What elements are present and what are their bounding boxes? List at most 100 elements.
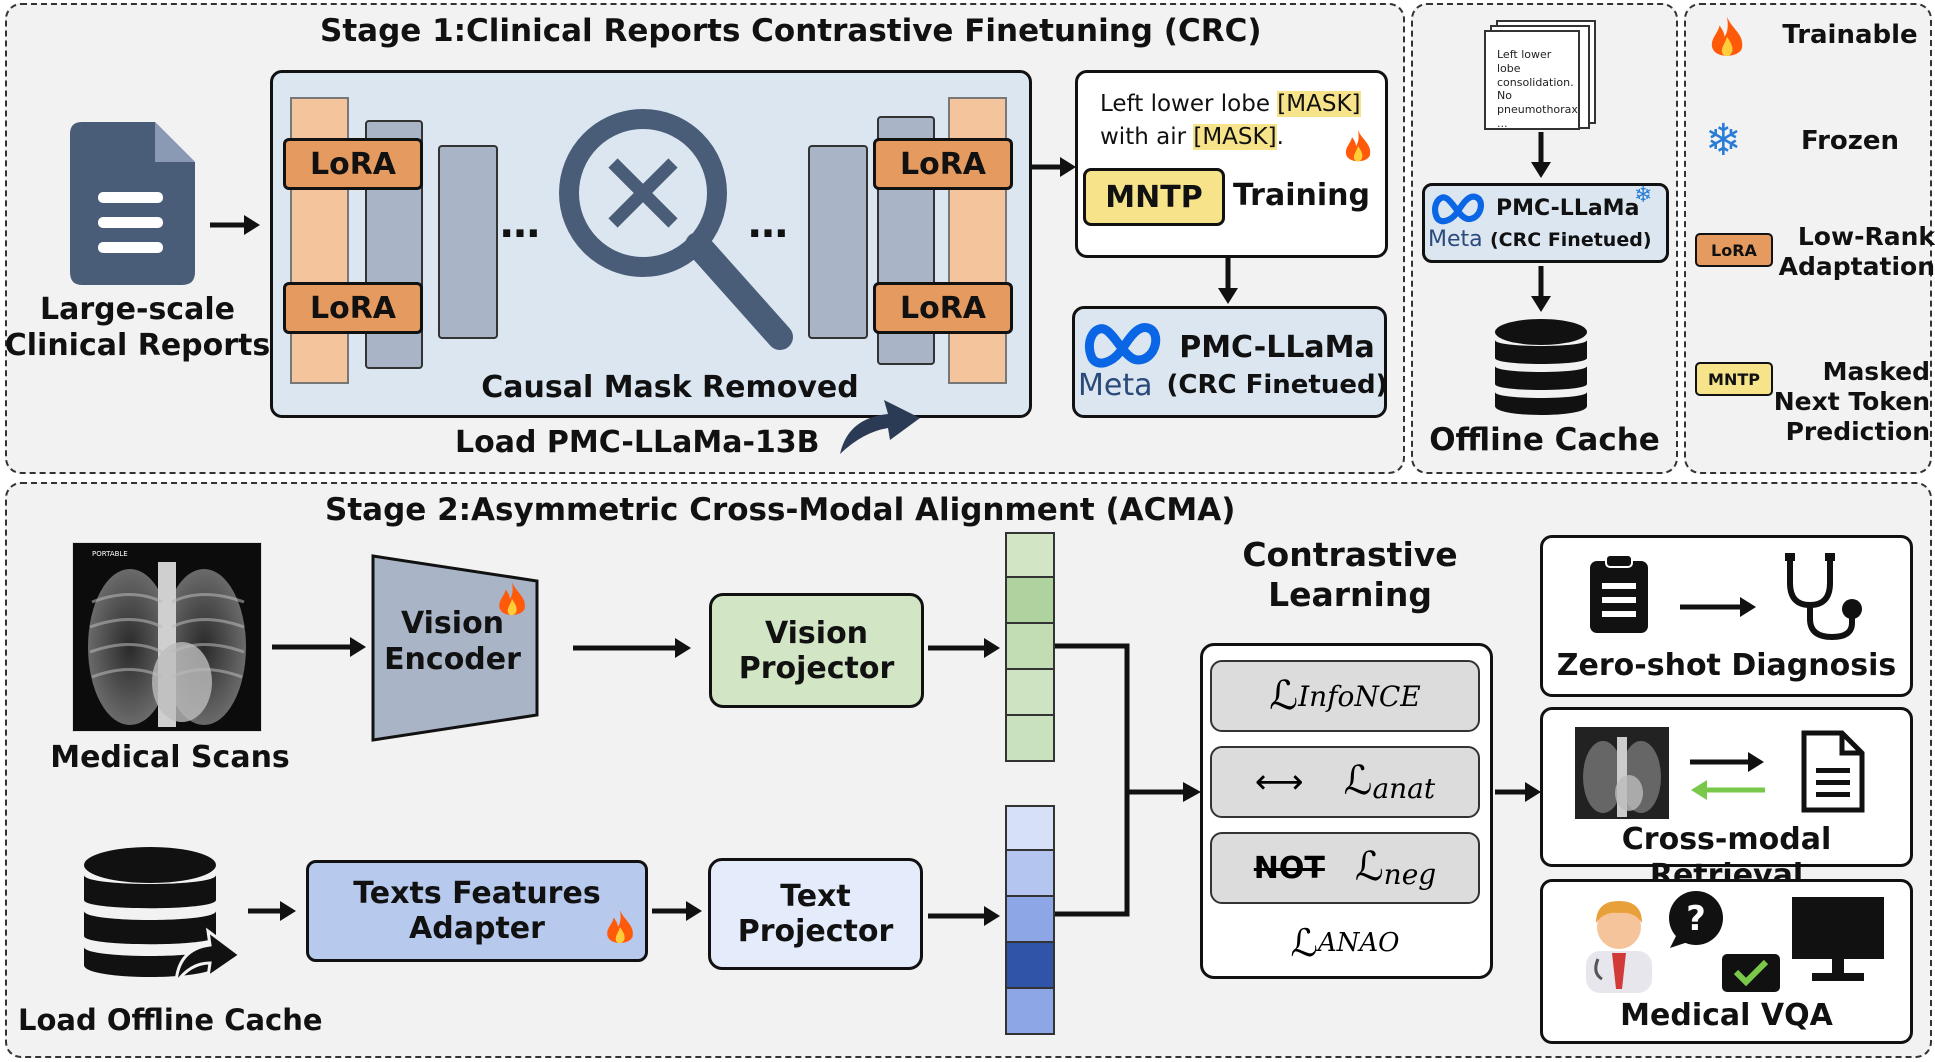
lora-adapter: LoRA (873, 282, 1013, 334)
embedding-cell (1005, 805, 1055, 851)
text-features-adapter-box: Texts Features Adapter (306, 860, 648, 962)
vqa-label: Medical VQA (1620, 998, 1833, 1033)
meta-wordmark: Meta (1078, 368, 1153, 403)
lora-adapter: LoRA (873, 138, 1013, 190)
checkmark-chat-icon (1722, 954, 1780, 992)
legend-mntp-desc: Masked Next Token Prediction (1773, 357, 1930, 446)
meta-logo-icon (1084, 323, 1161, 368)
fire-icon (1711, 16, 1743, 57)
sentence-text: Left lower lobe (1100, 91, 1278, 117)
arrow-doc-to-model (1531, 132, 1551, 178)
embedding-cell (1005, 989, 1055, 1035)
offline-cache-label: Offline Cache (1429, 422, 1660, 458)
sentence-text: . (1276, 124, 1284, 151)
merge-connector (1055, 643, 1201, 917)
lora-adapter: LoRA (283, 282, 423, 334)
embedding-cell (1005, 578, 1055, 624)
layer-slate (438, 145, 498, 339)
question-bubble-icon: ? (1669, 891, 1723, 948)
loss-symbol: ℒ (1269, 673, 1299, 719)
ellipsis: … (500, 201, 540, 247)
arrow-cache-to-adapter (248, 901, 296, 921)
fire-icon (1345, 130, 1371, 162)
causal-mask-label: Causal Mask Removed (481, 370, 859, 405)
arrow-mntp-to-model (1218, 258, 1238, 304)
mask-token: [MASK] (1193, 124, 1277, 151)
contrastive-learning-title: Contrastive Learning (1242, 535, 1458, 614)
load-model-label: Load PMC-LLaMa-13B (455, 425, 820, 460)
arrow-scan-to-encoder (272, 637, 366, 657)
causal-mask-removed-icon (559, 109, 793, 350)
loss-subscript: neg (1383, 858, 1437, 892)
document-icon (1801, 730, 1865, 813)
loss-subscript: ANAO (1317, 927, 1400, 958)
vision-encoder-label: Vision Encoder (384, 606, 521, 677)
legend-mntp-chip: MNTP (1695, 362, 1773, 396)
arrow-model-to-cache (1531, 266, 1551, 312)
vision-encoder-block (371, 554, 539, 742)
doc-line: Left lower lobe (1497, 48, 1552, 75)
snowflake-icon: ❄ (1634, 183, 1653, 208)
legend-frozen: Frozen (1800, 126, 1900, 156)
arrow-loss-to-tasks (1495, 782, 1541, 802)
doc-line: ... (1497, 116, 1508, 130)
embedding-cell (1005, 670, 1055, 716)
embedding-cell (1005, 943, 1055, 989)
snowflake-icon: ❄ (1705, 115, 1742, 166)
text-embedding (1005, 805, 1055, 1037)
model-subtitle: (CRC Finetued) (1166, 370, 1388, 400)
question-mark: ? (1686, 899, 1706, 939)
legend-trainable: Trainable (1782, 20, 1918, 50)
model-name: PMC-LLaMa (1179, 330, 1375, 365)
doctor-avatar-icon (1586, 901, 1652, 993)
embedding-cell (1005, 532, 1055, 578)
legend-lora-chip: LoRA (1695, 233, 1773, 267)
loss-subscript: InfoNCE (1298, 679, 1421, 713)
stethoscope-icon (1785, 553, 1862, 641)
training-label: Training (1233, 178, 1370, 213)
curved-arrow-icon (840, 400, 920, 454)
layer-slate (808, 145, 868, 339)
model-subtitle: (CRC Finetued) (1490, 229, 1652, 251)
doc-line: pneumothorax. (1497, 103, 1580, 116)
clinical-reports-label: Large-scale Clinical Reports (4, 292, 271, 363)
meta-logo-icon (1432, 193, 1484, 225)
chest-xray-image: PORTABLE (72, 542, 262, 732)
clipboard-icon (1590, 554, 1648, 633)
text-projector-box: Text Projector (708, 858, 923, 970)
loss-symbol: ℒ (1343, 758, 1373, 805)
database-icon (1495, 319, 1587, 415)
cross-modal-label: Cross-modal Retrieval (1621, 822, 1832, 893)
vision-embedding (1005, 532, 1055, 764)
finetuned-model-box (1072, 306, 1387, 418)
cache-model-box (1422, 183, 1669, 263)
chest-xray-thumbnail (1575, 727, 1669, 819)
stage2-title: Stage 2:Asymmetric Cross-Modal Alignment… (325, 492, 1236, 528)
arrow-adapter-to-projector (652, 901, 702, 921)
legend-lora-desc: Low-Rank Adaptation (1778, 222, 1935, 281)
bidirectional-retrieval-icon (1690, 752, 1765, 800)
bidirectional-arrow-icon: ⟷ (1254, 762, 1304, 802)
meta-wordmark: Meta (1428, 227, 1483, 252)
stage1-title: Stage 1:Clinical Reports Contrastive Fin… (320, 13, 1262, 49)
xray-tag: PORTABLE (92, 550, 128, 558)
sentence-text: with air (1100, 124, 1194, 151)
embedding-cell (1005, 897, 1055, 943)
arrow-textproj-to-embedding (928, 906, 1000, 926)
masked-sentence: Left lower lobe [MASK] with air [MASK]. (1100, 88, 1361, 155)
database-icon (84, 847, 240, 985)
doc-line: consolidation. No (1497, 75, 1574, 103)
embedding-cell (1005, 624, 1055, 670)
arrow-diagnosis (1680, 597, 1756, 617)
not-word: NOT (1253, 850, 1325, 886)
mask-token: [MASK] (1277, 91, 1361, 117)
fire-icon (607, 910, 633, 944)
loss-anat: ⟷ ℒanat (1210, 746, 1480, 818)
embedding-cell (1005, 716, 1055, 762)
ellipsis: … (748, 201, 788, 247)
embedding-cell (1005, 851, 1055, 897)
model-name: PMC-LLaMa (1496, 196, 1640, 221)
lora-adapter: LoRA (283, 138, 423, 190)
monitor-icon (1792, 897, 1884, 981)
